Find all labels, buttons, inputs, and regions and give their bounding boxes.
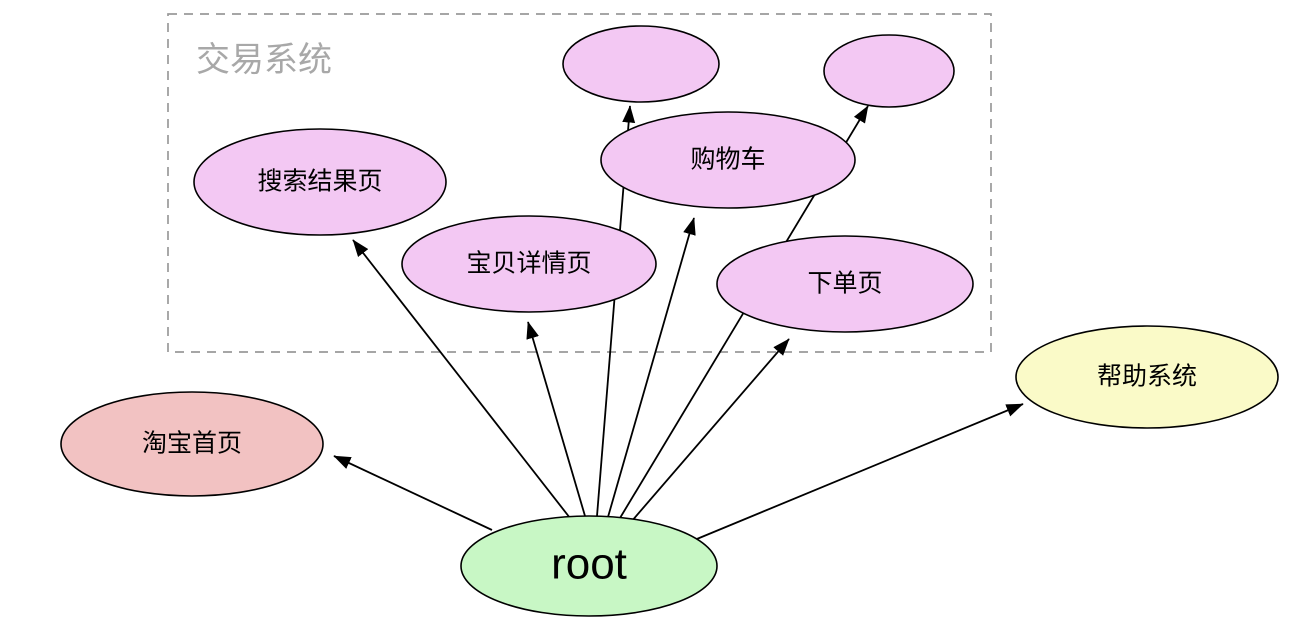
node-root[interactable]: root xyxy=(460,515,718,617)
node-shape-shopping_cart[interactable] xyxy=(600,111,856,209)
edge-root-to-search_result xyxy=(352,239,571,519)
node-label-shopping_cart: 购物车 xyxy=(690,146,765,174)
cluster-layer: 交易系统 xyxy=(167,13,992,353)
node-shopping_cart[interactable]: 购物车 xyxy=(600,111,856,209)
node-taobao_home[interactable]: 淘宝首页 xyxy=(60,391,324,497)
node-unlabeled_right[interactable] xyxy=(823,34,955,108)
node-label-item_detail: 宝贝详情页 xyxy=(466,250,591,278)
cluster-border xyxy=(167,13,992,353)
cluster-cluster_trade: 交易系统 xyxy=(167,13,992,353)
node-shape-order_page[interactable] xyxy=(716,235,974,333)
node-shape-help_system[interactable] xyxy=(1015,325,1279,429)
cluster-label: 交易系统 xyxy=(196,41,332,79)
node-label-root: root xyxy=(551,540,627,589)
node-shape-item_detail[interactable] xyxy=(401,215,657,313)
node-label-order_page: 下单页 xyxy=(807,270,882,298)
edge-root-to-order_page xyxy=(630,338,790,523)
edge-root-to-item_detail xyxy=(526,321,586,517)
node-item_detail[interactable]: 宝贝详情页 xyxy=(401,215,657,313)
node-shape-root[interactable] xyxy=(460,515,718,617)
edge-root-to-shopping_cart xyxy=(607,217,696,518)
node-search_result[interactable]: 搜索结果页 xyxy=(193,128,447,236)
node-label-help_system: 帮助系统 xyxy=(1097,363,1197,391)
edge-root-to-taobao_home xyxy=(333,455,493,531)
node-order_page[interactable]: 下单页 xyxy=(716,235,974,333)
node-shape-unlabeled_left[interactable] xyxy=(562,25,720,103)
node-shape-unlabeled_right[interactable] xyxy=(823,34,955,108)
node-label-taobao_home: 淘宝首页 xyxy=(142,430,242,458)
node-help_system[interactable]: 帮助系统 xyxy=(1015,325,1279,429)
edge-root-to-help_system xyxy=(691,403,1024,542)
node-shape-search_result[interactable] xyxy=(193,128,447,236)
node-label-search_result: 搜索结果页 xyxy=(257,168,382,196)
node-unlabeled_left[interactable] xyxy=(562,25,720,103)
node-shape-taobao_home[interactable] xyxy=(60,391,324,497)
